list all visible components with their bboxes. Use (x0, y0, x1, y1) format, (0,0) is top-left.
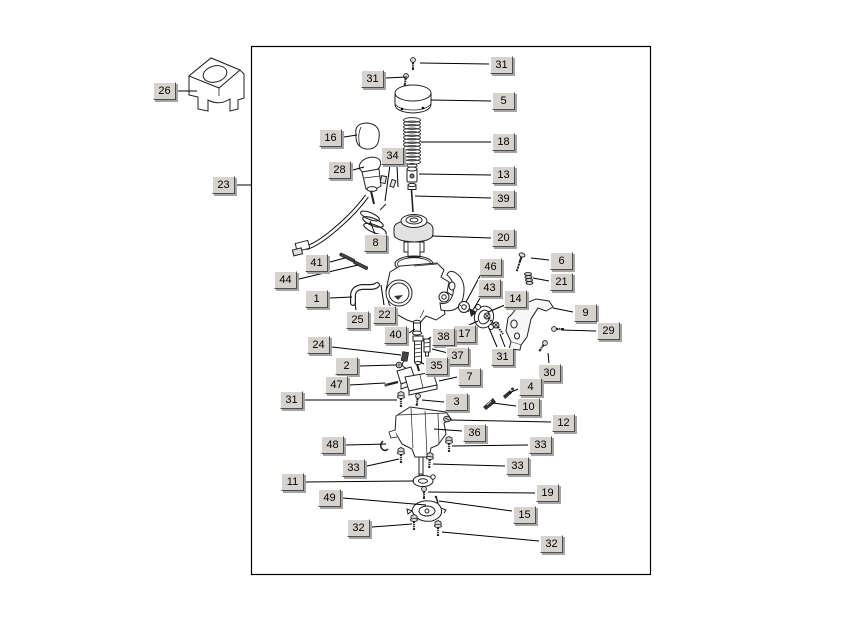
callout-48[interactable]: 48 (321, 436, 344, 454)
callout-41[interactable]: 41 (305, 254, 328, 272)
callout-25[interactable]: 25 (346, 311, 369, 329)
throttle-shaft-washer (458, 301, 470, 313)
diagram-frame (250, 45, 652, 576)
bracket-lower-screw (536, 338, 550, 354)
callout-17[interactable]: 17 (453, 325, 476, 343)
callout-49[interactable]: 49 (318, 489, 341, 507)
cone-jet-10 (483, 398, 496, 410)
plate-screw-32b (433, 519, 443, 538)
callout-26[interactable]: 26 (153, 82, 176, 100)
callout-24[interactable]: 24 (307, 336, 330, 354)
callout-28[interactable]: 28 (328, 161, 351, 179)
callout-32-left[interactable]: 32 (347, 519, 370, 537)
cable-clamp-parts (379, 175, 397, 189)
plate-screw-32a (409, 513, 419, 532)
callout-9[interactable]: 9 (574, 304, 597, 322)
callout-40[interactable]: 40 (384, 326, 407, 344)
callout-19[interactable]: 19 (536, 484, 559, 502)
callout-22[interactable]: 22 (373, 306, 396, 324)
callout-47[interactable]: 47 (325, 376, 348, 394)
plunger-spring-clip-drawing (360, 203, 387, 236)
rubber-cap-drawing (355, 122, 380, 150)
air-box-cover-drawing (188, 57, 245, 112)
vacuum-piston-drawing (393, 214, 434, 258)
float-hinge-pin (384, 380, 399, 387)
body-mount-screws (339, 252, 369, 270)
callout-8[interactable]: 8 (364, 234, 387, 252)
callout-20[interactable]: 20 (492, 229, 515, 247)
bracket-side-screw (550, 325, 565, 333)
bowl-screw-33b (396, 446, 406, 465)
callout-31-mid[interactable]: 31 (491, 348, 514, 366)
callout-4[interactable]: 4 (519, 378, 542, 396)
callout-33-a[interactable]: 33 (529, 436, 552, 454)
carburetor-body-drawing (385, 262, 465, 325)
callout-32-right[interactable]: 32 (540, 535, 563, 553)
fuel-hose-drawing (350, 282, 380, 306)
callout-23[interactable]: 23 (212, 176, 235, 194)
needle-holder-drawing (406, 166, 418, 183)
callout-7[interactable]: 7 (458, 368, 481, 386)
vacuum-chamber-cover-drawing (394, 84, 432, 114)
drain-screw-19 (420, 485, 428, 500)
callout-15[interactable]: 15 (513, 506, 536, 524)
callout-1[interactable]: 1 (305, 290, 328, 308)
callout-44[interactable]: 44 (274, 271, 297, 289)
jet-stack-drawing (412, 319, 431, 372)
needle-clip (469, 308, 477, 317)
cone-jet-4 (503, 390, 512, 399)
cone-jet-4-tip (511, 387, 514, 391)
leader-lines (178, 62, 597, 542)
callout-31-top[interactable]: 31 (490, 56, 513, 74)
support-bracket-drawing (505, 298, 554, 351)
callout-34[interactable]: 34 (381, 147, 404, 165)
callout-18[interactable]: 18 (492, 133, 515, 151)
callout-3[interactable]: 3 (445, 393, 468, 411)
callout-5[interactable]: 5 (492, 92, 515, 110)
callout-6[interactable]: 6 (550, 252, 573, 270)
callout-31-lower[interactable]: 31 (280, 391, 303, 409)
piston-spring-drawing (403, 117, 421, 168)
callout-31-left[interactable]: 31 (361, 70, 384, 88)
callout-38[interactable]: 38 (432, 328, 455, 346)
retainer-clip-48 (379, 440, 389, 452)
bracket-screw-and-spring (515, 252, 534, 285)
float-bowl-drawing (388, 406, 452, 478)
bottom-plate-drawing (406, 500, 447, 522)
callout-29[interactable]: 29 (597, 322, 620, 340)
callout-11[interactable]: 11 (281, 473, 304, 491)
cover-cross-screws (483, 312, 504, 335)
bowl-screw-33c (424, 451, 435, 470)
float-needle-valve (395, 351, 409, 369)
callout-12[interactable]: 12 (552, 414, 575, 432)
bowl-front-screw (396, 390, 406, 409)
jet-needle-drawing (407, 182, 417, 213)
callout-35[interactable]: 35 (425, 357, 448, 375)
callout-21[interactable]: 21 (550, 273, 573, 291)
bowl-screw-33a (444, 435, 454, 454)
callout-43[interactable]: 43 (478, 279, 501, 297)
callout-16[interactable]: 16 (319, 129, 342, 147)
callout-39[interactable]: 39 (492, 190, 515, 208)
callout-46[interactable]: 46 (479, 258, 502, 276)
callout-14[interactable]: 14 (504, 290, 527, 308)
float-drawing (396, 366, 438, 396)
callout-2[interactable]: 2 (335, 357, 358, 375)
callout-33-b[interactable]: 33 (342, 459, 365, 477)
callout-33-c[interactable]: 33 (506, 457, 529, 475)
callout-36[interactable]: 36 (463, 424, 486, 442)
callout-13[interactable]: 13 (492, 166, 515, 184)
callout-10[interactable]: 10 (517, 398, 540, 416)
callout-30[interactable]: 30 (538, 364, 561, 382)
pin-15 (434, 495, 439, 504)
small-screw-3 (413, 392, 422, 408)
starter-plunger-drawing (291, 156, 382, 257)
top-cover-screw (401, 56, 417, 88)
bowl-gasket-drawing (412, 474, 436, 487)
callout-37[interactable]: 37 (446, 347, 469, 365)
